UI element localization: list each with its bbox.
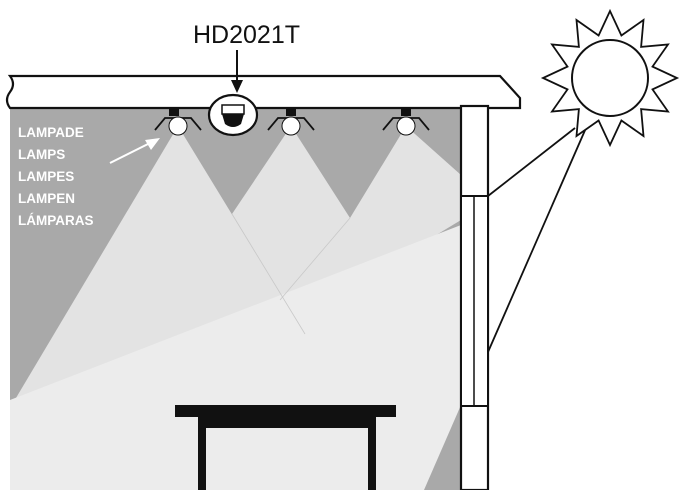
sun-icon xyxy=(540,8,680,148)
lamp-right xyxy=(382,108,430,136)
sun-ray-upper xyxy=(487,127,576,197)
lamp-label-en: LAMPS xyxy=(18,147,65,162)
lamp-label-group: LAMPADE LAMPS LAMPES LAMPEN LÁMPARAS xyxy=(18,125,94,228)
lamp-label-es: LÁMPARAS xyxy=(18,213,94,228)
sensor-device xyxy=(207,93,259,137)
lamp-pointer-arrow-icon xyxy=(109,138,160,164)
sun-ray-lower xyxy=(487,127,587,353)
beam-line-a xyxy=(231,213,306,335)
beam-line-b xyxy=(279,217,351,301)
lamp-middle xyxy=(267,108,315,136)
lamp-label-fr: LAMPES xyxy=(18,169,74,184)
sensor-arrow-icon xyxy=(231,50,243,93)
table xyxy=(175,405,396,490)
lamp-left xyxy=(154,108,202,136)
sensor-model-label: HD2021T xyxy=(193,21,300,49)
ceiling xyxy=(5,74,522,110)
lamp-label-it: LAMPADE xyxy=(18,125,84,140)
shadow-wedge-bottom-right xyxy=(424,405,461,490)
lamp-label-de: LAMPEN xyxy=(18,191,75,206)
